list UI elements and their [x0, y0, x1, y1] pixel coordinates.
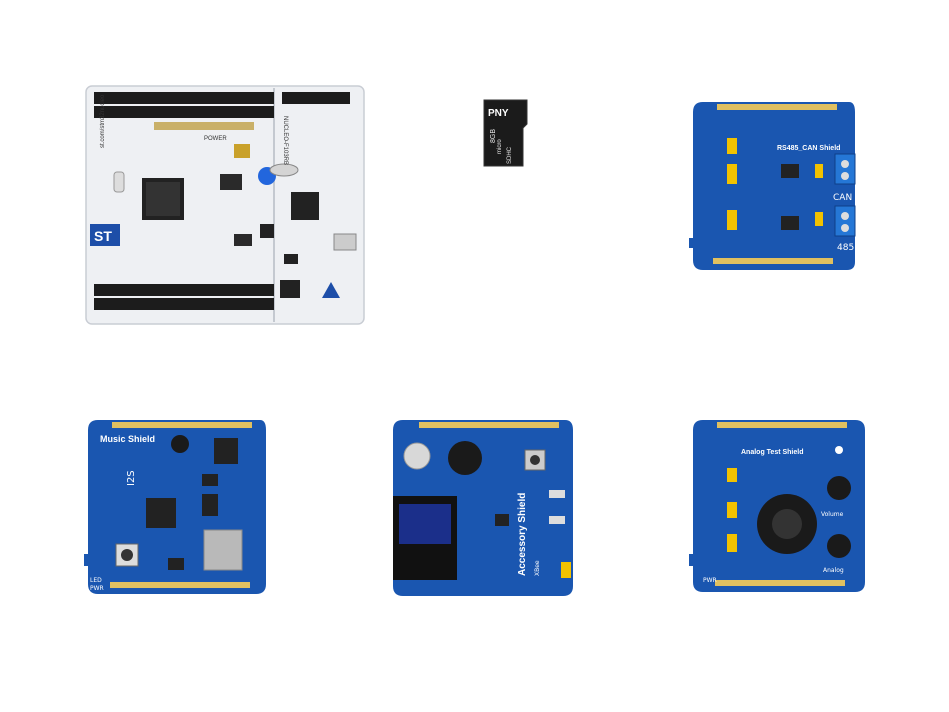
- music-shield-image: Music Shield I2S LED PWR: [84, 420, 266, 594]
- nucleo-board-image: ST NUCLEO-F103RB st.com/stm32nucleo POWE…: [85, 85, 365, 325]
- accessory-shield: Accessory Shield XBee: [389, 416, 577, 600]
- rs485-can-shield: RS485_CAN Shield CAN 485: [689, 98, 859, 274]
- microsd-card: PNY 8GB micro SDHC: [481, 98, 530, 168]
- music-shield: Music Shield I2S LED PWR: [84, 416, 270, 598]
- music-shield-title: Music Shield: [100, 434, 155, 444]
- sd-type-text: micro: [497, 139, 503, 154]
- volume-label: Volume: [821, 511, 844, 518]
- music-led-label: LED: [90, 577, 102, 584]
- sd-class-text: SDHC: [507, 146, 513, 164]
- accessory-shield-image: Accessory Shield XBee: [393, 420, 573, 596]
- can-label: CAN: [833, 193, 852, 203]
- nucleo-model-text: NUCLEO-F103RB: [282, 116, 288, 165]
- analog-test-shield: Analog Test Shield Volume Analog PWR: [689, 416, 869, 596]
- rs485-shield-title: RS485_CAN Shield: [777, 145, 840, 152]
- nucleo-power-label: POWER: [204, 136, 227, 142]
- nucleo-logo-text: ST: [94, 228, 112, 244]
- nucleo-url-text: st.com/stm32nucleo: [100, 94, 106, 148]
- analog-test-shield-image: Analog Test Shield Volume Analog PWR: [689, 420, 865, 592]
- sd-brand-text: PNY: [488, 108, 509, 119]
- analog-pwr-label: PWR: [703, 577, 717, 584]
- rs485-label: 485: [837, 243, 854, 253]
- nucleo-board: ST NUCLEO-F103RB st.com/stm32nucleo POWE…: [84, 84, 366, 326]
- accessory-shield-title: Accessory Shield: [517, 493, 528, 576]
- xbee-label: XBee: [534, 560, 541, 576]
- sd-capacity-text: 8GB: [490, 129, 497, 143]
- analog-label: Analog: [823, 567, 844, 574]
- microsd-card-image: PNY 8GB micro SDHC: [483, 99, 528, 167]
- rs485-can-shield-image: RS485_CAN Shield CAN 485: [689, 102, 856, 270]
- i2s-label: I2S: [126, 470, 137, 486]
- music-pwr-label: PWR: [90, 585, 104, 592]
- analog-shield-title: Analog Test Shield: [741, 449, 804, 456]
